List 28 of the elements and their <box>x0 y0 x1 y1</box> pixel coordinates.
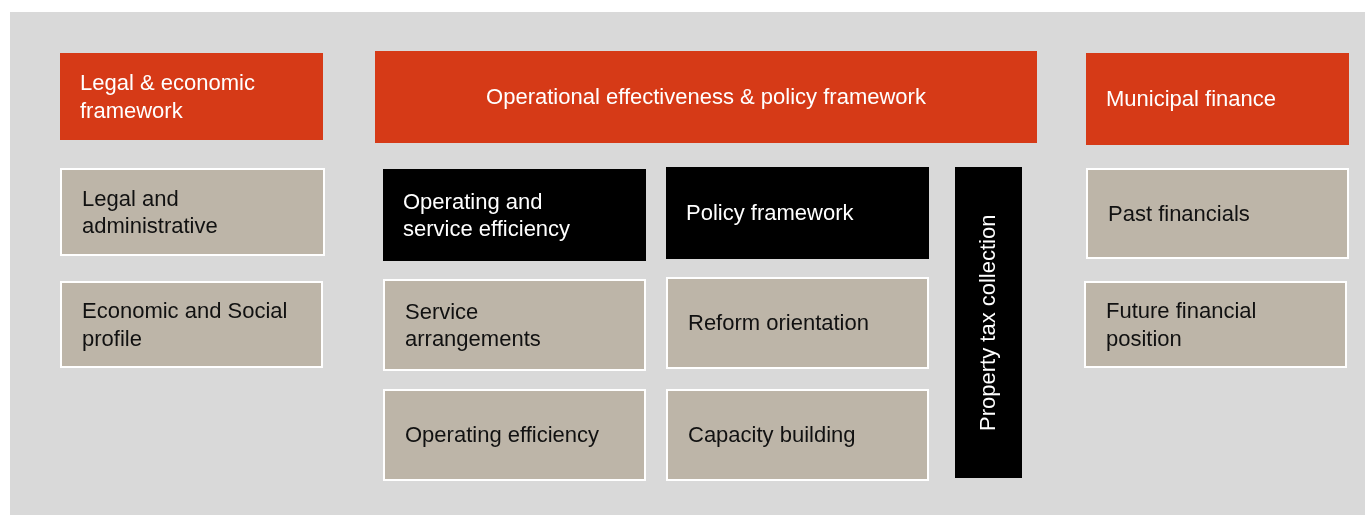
box-label: Reform orientation <box>688 309 869 337</box>
box-label: Service arrangements <box>405 297 542 353</box>
box-label: Operating efficiency <box>405 421 600 449</box>
box-label: Economic and Social profile <box>82 297 289 352</box>
item-box <box>1086 168 1349 259</box>
item-box <box>60 168 325 256</box>
box-label: Legal and administrative <box>82 184 219 240</box>
item-box <box>383 389 646 481</box>
category-box <box>666 167 929 259</box>
item-box <box>60 281 323 368</box>
box-label: Past financials <box>1108 199 1250 228</box>
box-label: Operating and service efficiency <box>403 187 572 243</box>
box-label: Legal & economic framework <box>80 69 256 124</box>
box-label: Municipal finance <box>1106 85 1276 113</box>
box-label: Operational effectiveness & policy framework <box>486 83 926 111</box>
category-box <box>383 169 646 261</box>
header-box <box>1086 53 1349 145</box>
header-box <box>375 51 1037 143</box>
item-box <box>666 277 929 369</box>
item-box <box>1084 281 1347 368</box>
category-box <box>955 167 1022 478</box>
item-box <box>666 389 929 481</box>
box-label: Capacity building <box>688 421 856 449</box>
item-box <box>383 279 646 371</box>
header-box <box>60 53 323 140</box>
box-label: Future financial position <box>1106 297 1258 352</box>
box-label: Policy framework <box>686 199 854 227</box>
box-label: Property tax collection <box>974 214 1002 431</box>
